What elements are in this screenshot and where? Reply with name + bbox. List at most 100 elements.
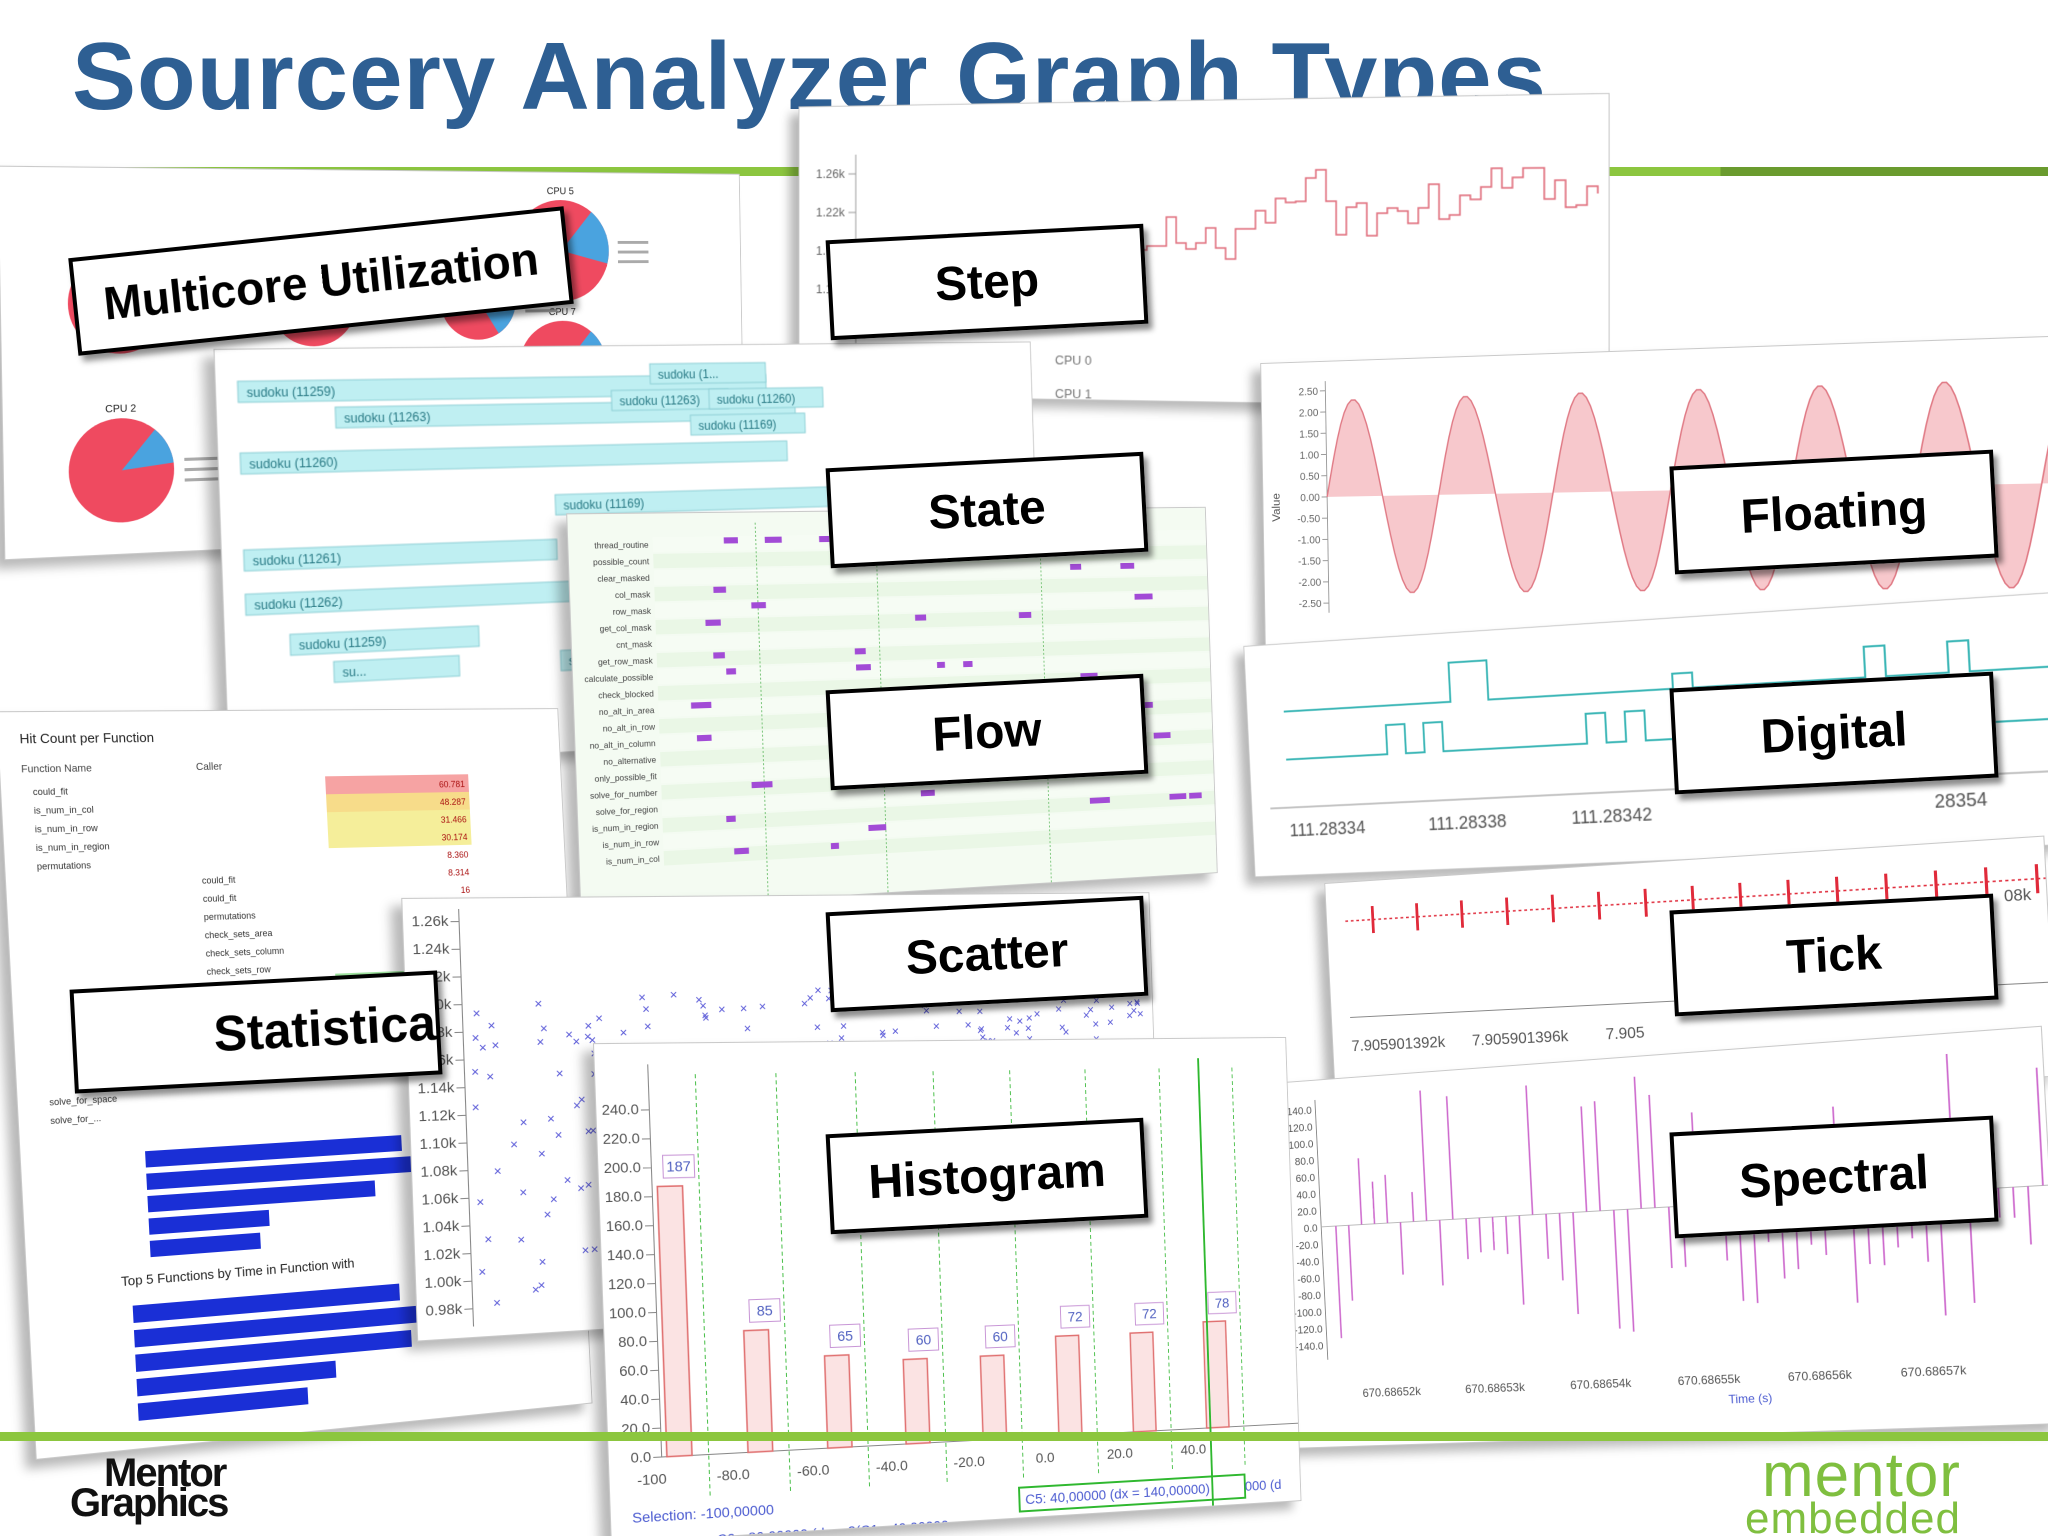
scatter-point: × [493,1163,502,1179]
flow-event [1169,793,1186,800]
function-name: is_num_in_col [34,804,94,815]
state-bar-label: sudoku (11260) [717,392,796,407]
scatter-y-tick: 1.10k [419,1135,457,1153]
floating-y-tick: -1.00 [1298,534,1321,546]
flow-event [726,816,736,823]
scatter-point: × [1062,1025,1069,1039]
scatter-point: × [478,1264,487,1280]
value-text: 16 [461,885,471,895]
scatter-y-tick: 1.00k [424,1274,462,1293]
scatter-point: × [510,1136,519,1152]
scatter-point: × [1016,1014,1023,1029]
tick-mark [1461,900,1462,927]
flow-event [937,662,945,668]
flow-event [752,781,773,788]
digital-x-tick: 111.28334 [1289,817,1366,840]
histogram-y-tick: 220.0 [602,1131,640,1148]
spectral-x-tick: 670.68652k [1362,1385,1421,1400]
flow-event [713,652,725,658]
flow-row-label: no_alt_in_row [603,722,656,733]
spectral-line [1573,1212,1578,1314]
histogram-bar-label: 72 [1067,1310,1083,1326]
flow-event [765,537,782,543]
tick-x-tick: 7.905 [1605,1024,1645,1043]
function-name: is_num_in_region [36,841,110,853]
spectral-chart: 140.0120.0100.080.060.040.020.00.0-20.0-… [1274,1027,2048,1448]
tick-mark [1598,892,1599,920]
scatter-point: × [955,1004,963,1019]
scatter-point: × [536,1034,544,1050]
mentor-graphics-logo: Mentor Graphics [70,1458,227,1518]
tick-mark [1986,867,1988,896]
histogram-bar-label: 60 [915,1332,931,1349]
scatter-point: × [543,1206,551,1222]
value-text: 48.287 [440,797,466,807]
flow-event [1019,612,1032,618]
function-name: solve_for_space [49,1094,117,1108]
spectral-y-tick: -20.0 [1295,1239,1318,1252]
flow-event [1120,563,1134,569]
scatter-point: × [1033,1007,1040,1021]
scatter-point: × [578,1092,586,1107]
scatter-point: × [537,1277,545,1293]
scatter-point: × [538,1254,546,1270]
label-tick: Tick [1669,894,1998,1017]
histogram-y-tick: 160.0 [606,1218,644,1235]
spectral-x-tick: 670.68654k [1570,1377,1632,1393]
scatter-y-tick: 1.08k [420,1163,458,1181]
scatter-point: × [519,1115,528,1131]
legend-line [525,309,557,312]
legend-line [185,477,220,481]
spectral-line [1614,1210,1620,1329]
histogram-x-tick: -80.0 [717,1467,751,1485]
stat-bar-1 [150,1233,261,1258]
flow-event [724,537,738,543]
flow-row-label: no_alternative [603,755,657,766]
flow-row-label: is_num_in_row [602,838,659,850]
state-bar-label: sudoku (11259) [246,384,335,400]
spectral-line [1349,1225,1353,1300]
histogram-bar [657,1186,692,1457]
scatter-point: × [1137,1006,1144,1020]
cpu-row-label: CPU 0 [1055,353,1092,368]
flow-event [855,648,866,654]
histogram-y-tick: 200.0 [603,1160,641,1177]
floating-y-tick: -1.50 [1298,556,1321,568]
floating-y-tick: 2.50 [1298,386,1318,399]
flow-row-label: clear_masked [597,574,650,584]
spectral-line [1519,1216,1524,1305]
floating-y-tick: 0.00 [1300,492,1320,504]
flow-row-label: solve_for_region [596,805,658,817]
histogram-x-tick: -40.0 [876,1458,909,1476]
tick-corner-label: 08k [2004,886,2032,906]
scatter-point: × [476,1194,485,1210]
function-name: could_fit [33,786,69,797]
floating-y-tick: -0.50 [1297,513,1320,525]
histogram-y-tick: 240.0 [601,1102,639,1119]
flow-event [705,619,720,626]
histogram-chart: 240.0220.0200.0180.0160.0140.0120.0100.0… [594,1038,1301,1536]
scatter-point: × [743,1021,751,1036]
scatter-point: × [1108,1000,1115,1014]
flow-event [856,664,871,670]
tick-mark [1886,874,1888,903]
histogram-cursor [1232,1068,1245,1465]
value-text: 60.781 [439,779,465,789]
state-bar-label: sudoku (1... [658,367,719,381]
histogram-panel: 240.0220.0200.0180.0160.0140.0120.0100.0… [593,1037,1302,1536]
caller-name: check_sets_row [206,964,271,977]
histogram-x-tick: 0.0 [1036,1450,1055,1467]
spectral-line [1412,1192,1413,1222]
spectral-line [1669,1207,1672,1268]
histogram-cursor [1159,1068,1172,1469]
scatter-point: × [892,1024,900,1039]
flow-event [1070,564,1081,570]
scatter-point: × [581,1242,589,1258]
floating-y-tick: 2.00 [1299,407,1319,419]
scatter-point: × [547,1111,555,1127]
legend-line [618,241,649,244]
spectral-line [2037,1068,2043,1186]
scatter-point: × [976,1004,984,1019]
flow-row-label: col_mask [615,590,652,600]
